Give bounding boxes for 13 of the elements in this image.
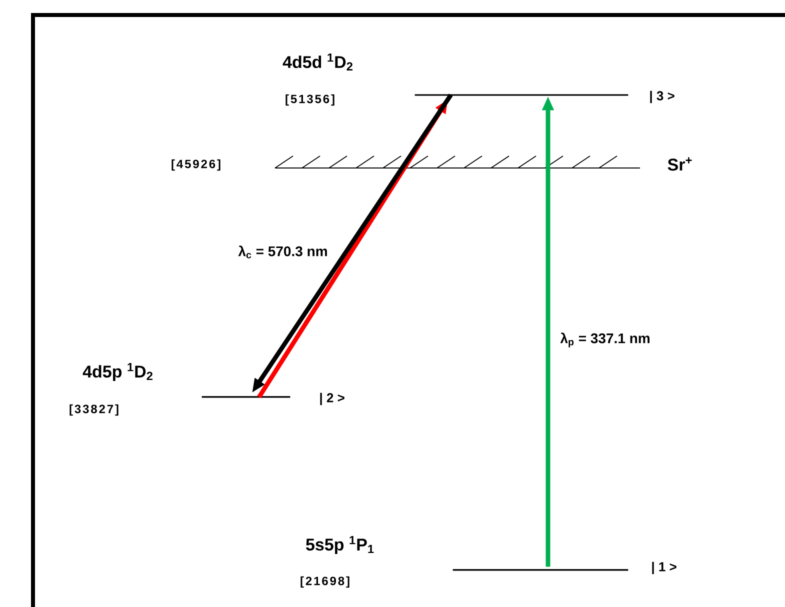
edge-label: λ$_{c}$ = 570.3 nm (236, 244, 330, 260)
energy-value: [33827] (70, 404, 118, 416)
ion-label: Sr$^{+}$ (668, 157, 692, 171)
edge-label: λ$_{p}$ = 337.1 nm (558, 330, 652, 350)
energy-value: [51356] (286, 94, 334, 106)
state-label: 5s5p $^{1}$P$_{1}$ (306, 536, 374, 554)
ket-label: | 2 > (320, 392, 344, 406)
state-label: 4d5p $^{1}$D$_{2}$ (82, 363, 152, 381)
ket-label: | 3 > (650, 90, 674, 104)
energy-value: [45926] (172, 159, 220, 171)
energy-value: [21698] (300, 576, 350, 588)
state-label: 4d5d $^{1}$D$_{2}$ (282, 53, 352, 71)
ket-label: | 1 > (652, 562, 676, 574)
